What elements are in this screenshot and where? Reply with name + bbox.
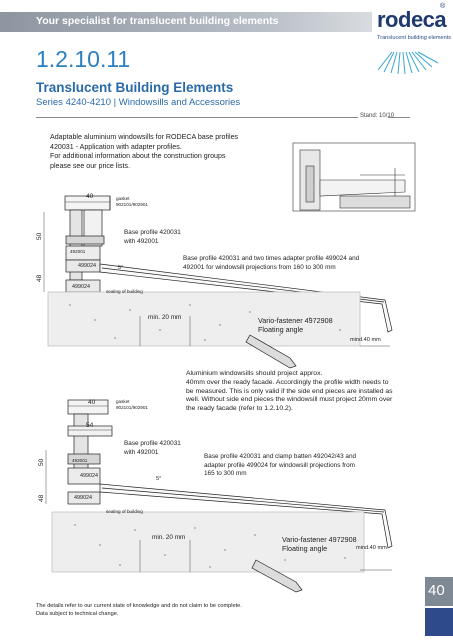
footer-line: Data subject to technical change. bbox=[36, 610, 119, 617]
bottom-vario-sub: Floating angle bbox=[282, 544, 328, 553]
bottom-min40: mind.40 mm bbox=[356, 545, 387, 551]
top-detail-drawing bbox=[43, 195, 393, 369]
intro-line: Adaptable aluminium windowsills for RODE… bbox=[50, 133, 239, 141]
bottom-min-depth: min. 20 mm bbox=[152, 534, 186, 541]
top-dim-50: 50 bbox=[36, 232, 43, 240]
page-number: 40 bbox=[428, 582, 445, 599]
top-label-499024-a: 499024 bbox=[78, 263, 96, 269]
section-number: 1.2.10.11 bbox=[36, 46, 131, 72]
bottom-vario-title: Vario-fastener 4972908 bbox=[282, 535, 357, 544]
bottom-label-499024-b: 499024 bbox=[74, 495, 92, 501]
bottom-gasket-label: gasket 902101/902901 bbox=[116, 399, 148, 410]
bottom-sealing-label: sealing of building bbox=[106, 509, 143, 514]
bottom-base-profile-label: Base profile 420031 with 492001 bbox=[124, 440, 181, 456]
page-title: Translucent Building Elements bbox=[36, 80, 234, 95]
top-label-492001: 492001 bbox=[70, 249, 86, 254]
top-vario-title: Vario-fastener 4972908 bbox=[258, 316, 333, 325]
divider bbox=[36, 117, 358, 118]
header-bar: Your specialist for translucent building… bbox=[0, 0, 453, 36]
top-sealing-label: sealing of building bbox=[106, 289, 143, 294]
bottom-dim-48: 48 bbox=[38, 494, 45, 502]
header-band: Your specialist for translucent building… bbox=[0, 12, 372, 32]
bottom-detail-drawing bbox=[45, 399, 393, 593]
header-tagline: Your specialist for translucent building… bbox=[36, 15, 279, 27]
bottom-dim-40: 40 bbox=[88, 399, 96, 406]
top-dim-48: 48 bbox=[36, 274, 43, 282]
bottom-angle: 5° bbox=[156, 476, 162, 482]
logo-fan-icon bbox=[377, 51, 439, 75]
top-min-depth: min. 20 mm bbox=[148, 314, 182, 321]
divider-right bbox=[388, 117, 410, 118]
top-base-profile-label: Base profile 420031 with 492001 bbox=[124, 229, 181, 245]
bottom-label-499024-a: 499024 bbox=[80, 473, 98, 479]
logo-tagline: Translucent building elements bbox=[377, 35, 452, 41]
small-sill-detail bbox=[292, 142, 416, 212]
intro-line: please see our price lists. bbox=[50, 161, 131, 170]
top-gasket-label: gasket 902101/902901 bbox=[116, 196, 148, 207]
logo: rodeca bbox=[377, 7, 447, 32]
top-min40: mind.40 mm bbox=[350, 337, 381, 343]
top-angle: 5° bbox=[118, 265, 124, 271]
corner-badge bbox=[425, 608, 453, 636]
intro-text: Adaptable aluminium windowsills for RODE… bbox=[50, 133, 340, 171]
stand-date: Stand: 10/10 bbox=[360, 113, 395, 119]
bottom-label-492001: 492001 bbox=[72, 458, 88, 463]
footer-disclaimer: The details refer to our current state o… bbox=[36, 603, 242, 618]
footer-line: The details refer to our current state o… bbox=[36, 603, 242, 609]
bottom-dim-50: 50 bbox=[38, 458, 45, 466]
top-dim-40: 40 bbox=[86, 193, 94, 200]
bottom-dim-54: 54 bbox=[86, 422, 94, 429]
top-caption: Base profile 420031 and two times adapte… bbox=[183, 255, 360, 271]
top-label-499024-b: 499024 bbox=[72, 284, 90, 290]
projection-note: Aluminium windowsills should project app… bbox=[186, 370, 393, 413]
top-vario-sub: Floating angle bbox=[258, 325, 304, 334]
page-subtitle: Series 4240-4210 | Windowsills and Acces… bbox=[36, 97, 241, 108]
bottom-caption: Base profile 420031 and clamp batten 492… bbox=[204, 453, 357, 477]
intro-line: 420031 - Application with adapter profil… bbox=[50, 142, 182, 151]
page-number-box: 40 bbox=[425, 577, 453, 606]
intro-line: For additional information about the con… bbox=[50, 152, 226, 160]
registered-mark: ® bbox=[440, 3, 446, 10]
